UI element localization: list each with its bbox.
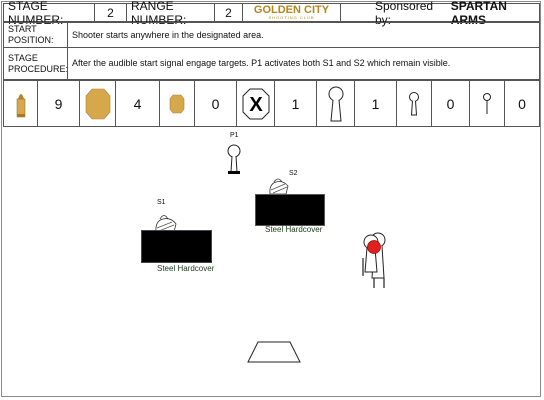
cartridge-icon bbox=[16, 93, 25, 117]
logo-subtext: SHOOTING CLUB bbox=[268, 15, 315, 20]
start-position-label: START POSITION: bbox=[3, 22, 67, 48]
sponsor-label: Sponsored by: bbox=[375, 0, 434, 27]
stage-number-label: STAGE NUMBER: bbox=[3, 0, 94, 27]
start-position-row: START POSITION: Shooter starts anywhere … bbox=[3, 22, 540, 48]
stage-number-value: 2 bbox=[94, 3, 126, 22]
no-shoot-icon: X bbox=[242, 88, 269, 119]
count-mini-poppers: 0 bbox=[431, 80, 469, 127]
count-paper-targets: 4 bbox=[115, 80, 159, 127]
paper-target-icon bbox=[85, 88, 110, 119]
target-count-row: 9 4 0 X 1 1 0 0 bbox=[3, 80, 540, 127]
p1-popper-icon bbox=[227, 144, 241, 174]
popper-icon bbox=[328, 86, 343, 121]
club-logo: GOLDEN CITY SHOOTING CLUB bbox=[242, 3, 340, 22]
cartridge-cell bbox=[3, 80, 37, 127]
no-shoot-popper-group bbox=[362, 232, 386, 288]
paper-target-cell bbox=[79, 80, 115, 127]
count-poppers: 1 bbox=[354, 80, 396, 127]
range-number-value: 2 bbox=[214, 3, 242, 22]
mini-popper-cell bbox=[396, 80, 431, 127]
mini-paper-target-cell bbox=[159, 80, 194, 127]
range-number-label: RANGE NUMBER: bbox=[126, 0, 214, 27]
plate-icon bbox=[483, 92, 491, 114]
count-plates: 0 bbox=[504, 80, 540, 127]
p1-label: P1 bbox=[230, 132, 239, 139]
stage-procedure-row: STAGE PROCEDURE: After the audible start… bbox=[3, 48, 540, 80]
no-shoot-red-icon bbox=[367, 240, 381, 254]
sponsor-name: SPARTAN ARMS bbox=[450, 0, 507, 27]
no-shoot-symbol: X bbox=[249, 94, 263, 116]
mini-paper-target-icon bbox=[169, 94, 185, 113]
plate-cell bbox=[469, 80, 504, 127]
s2-label: S2 bbox=[289, 170, 298, 177]
count-no-shoots: 1 bbox=[274, 80, 316, 127]
s1-label: S1 bbox=[157, 199, 166, 206]
header-row: STAGE NUMBER: 2 RANGE NUMBER: 2 GOLDEN C… bbox=[3, 0, 540, 27]
start-position-text: Shooter starts anywhere in the designate… bbox=[67, 22, 540, 48]
s2-swinger-icon bbox=[269, 178, 289, 195]
stage-procedure-text: After the audible start signal engage ta… bbox=[67, 48, 540, 80]
hardcover-2-label: Steel Hardcover bbox=[265, 225, 323, 234]
steel-hardcover-2 bbox=[255, 194, 325, 226]
count-rounds: 9 bbox=[37, 80, 79, 127]
no-shoot-cell: X bbox=[236, 80, 274, 127]
steel-hardcover-1 bbox=[141, 230, 212, 263]
popper-cell bbox=[316, 80, 354, 127]
mini-popper-icon bbox=[409, 91, 419, 115]
hardcover-1-label: Steel Hardcover bbox=[157, 264, 215, 273]
sponsor: Sponsored by: SPARTAN ARMS bbox=[340, 0, 540, 27]
start-area-box bbox=[247, 341, 301, 363]
count-mini-paper-targets: 0 bbox=[194, 80, 236, 127]
logo-text: GOLDEN CITY bbox=[253, 4, 330, 16]
stage-procedure-label: STAGE PROCEDURE: bbox=[3, 48, 68, 80]
